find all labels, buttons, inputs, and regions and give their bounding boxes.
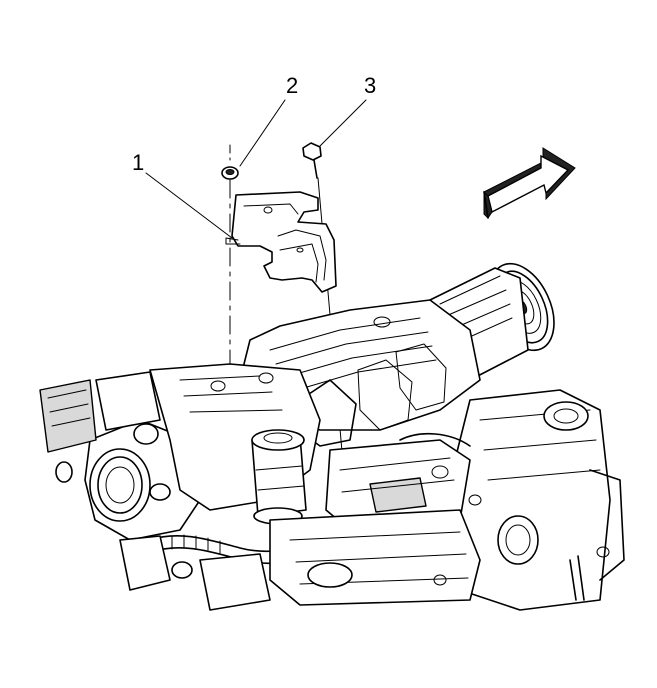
bracket-item-1 — [225, 191, 337, 293]
callout-2-label: 2 — [286, 73, 298, 98]
egr-valve — [251, 429, 307, 525]
engine-block-lower — [269, 509, 481, 606]
front-direction-arrow-icon — [483, 147, 576, 219]
callout-3-label: 3 — [364, 73, 376, 98]
leader-1 — [145, 172, 233, 239]
callout-leaders — [145, 99, 367, 239]
leader-2 — [239, 99, 286, 167]
engine-assembly — [39, 262, 625, 611]
callout-1-label: 1 — [132, 150, 144, 175]
leader-3 — [317, 99, 367, 149]
